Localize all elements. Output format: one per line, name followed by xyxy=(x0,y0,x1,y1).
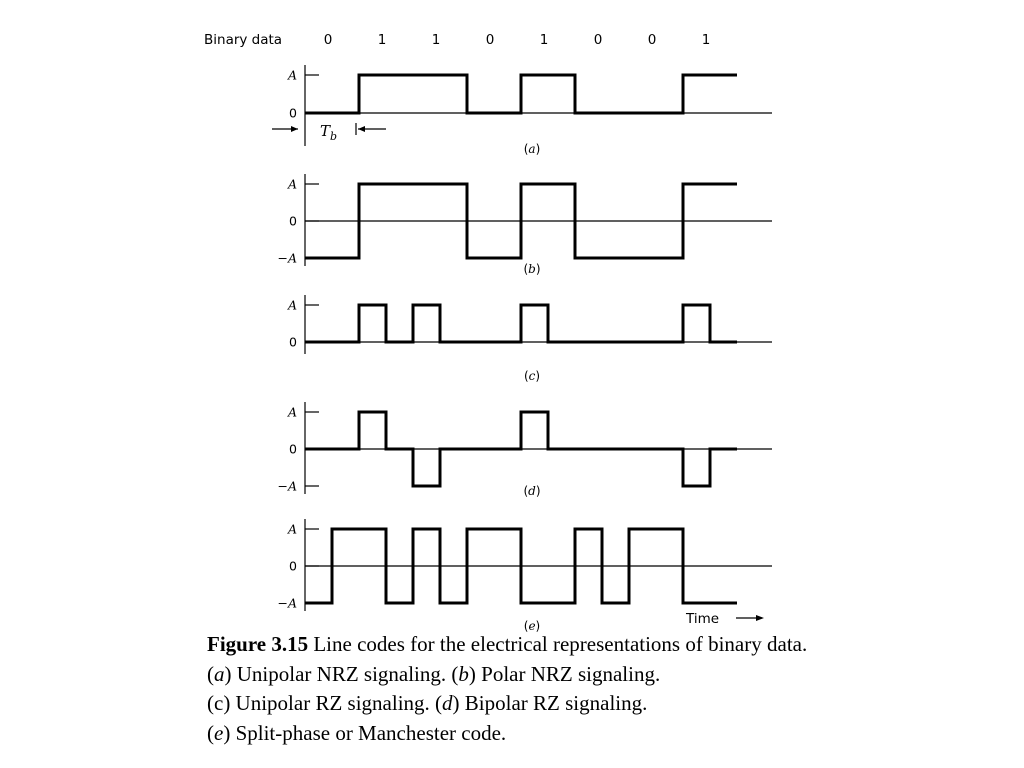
level-label-A: A xyxy=(287,298,297,313)
figure-number: Figure 3.15 xyxy=(207,632,309,656)
caption-line-3: (c) Unipolar RZ signaling. (d) Bipolar R… xyxy=(207,691,648,715)
panel-label-b: (b) xyxy=(523,262,540,276)
bit-value: 1 xyxy=(540,32,549,48)
caption-line-1: Figure 3.15 Line codes for the electrica… xyxy=(207,630,987,660)
panel-e: A 0 −A (e) xyxy=(277,519,772,633)
panel-c: A 0 (c) xyxy=(287,295,772,383)
panel-label-d: (d) xyxy=(523,484,540,498)
waveform-a xyxy=(305,73,737,115)
figure-caption: Figure 3.15 Line codes for the electrica… xyxy=(207,630,987,748)
waveform-panels: A 0 (a) A 0 −A (b) A 0 (c) A 0 −A (d) A 0 −A (e) xyxy=(277,65,772,633)
level-label-A: A xyxy=(287,405,297,420)
caption-line-4: (e) Split-phase or Manchester code. xyxy=(207,720,507,745)
binary-data-header: Binary data 0 1 1 0 1 0 0 1 xyxy=(204,32,710,48)
caption-text-a: Unipolar NRZ signaling. xyxy=(236,661,447,686)
time-axis-label: Time xyxy=(685,611,764,627)
caption-label-d: d xyxy=(442,691,453,715)
caption-line-2: (a) Unipolar NRZ signaling. (b) Polar NR… xyxy=(207,661,661,686)
caption-label-a: a xyxy=(214,661,225,686)
caption-title: Line codes for the electrical representa… xyxy=(313,632,808,656)
panel-label-c: (c) xyxy=(524,369,540,383)
level-label-A: A xyxy=(287,68,297,83)
bit-period-subscript: b xyxy=(330,130,337,143)
panel-a: A 0 (a) xyxy=(287,65,772,156)
level-label-A: A xyxy=(287,177,297,192)
level-label-zero: 0 xyxy=(289,559,297,574)
panel-d: A 0 −A (d) xyxy=(277,402,772,498)
binary-data-label: Binary data xyxy=(204,32,282,48)
waveform-c xyxy=(305,303,737,344)
panel-label-e: (e) xyxy=(524,619,540,633)
waveform-d xyxy=(305,410,737,488)
bit-value: 0 xyxy=(324,32,333,48)
bit-value: 1 xyxy=(432,32,441,48)
level-label-minus_A: −A xyxy=(277,596,297,611)
caption-text-d: Bipolar RZ signaling. xyxy=(464,691,648,715)
caption-text-e: Split-phase or Manchester code. xyxy=(235,720,507,745)
bit-value: 0 xyxy=(486,32,495,48)
bit-value: 1 xyxy=(702,32,711,48)
bit-value: 0 xyxy=(594,32,603,48)
caption-text-b: Polar NRZ signaling. xyxy=(481,661,661,686)
level-label-zero: 0 xyxy=(289,335,297,350)
level-label-A: A xyxy=(287,522,297,537)
caption-text-c: (c) Unipolar RZ signaling. xyxy=(207,691,430,715)
bit-period-label: Tb xyxy=(320,122,337,143)
caption-label-e: e xyxy=(214,720,224,745)
bit-value: 0 xyxy=(648,32,657,48)
waveform-b xyxy=(305,182,737,260)
waveform-e xyxy=(305,527,737,605)
bit-values: 0 1 1 0 1 0 0 1 xyxy=(324,32,711,48)
bit-value: 1 xyxy=(378,32,387,48)
level-label-zero: 0 xyxy=(289,442,297,457)
bit-period-marker: Tb xyxy=(272,122,386,143)
caption-label-b: b xyxy=(458,661,469,686)
time-label: Time xyxy=(685,611,719,627)
panel-label-a: (a) xyxy=(524,142,541,156)
level-label-minus_A: −A xyxy=(277,251,297,266)
level-label-zero: 0 xyxy=(289,106,297,121)
level-label-minus_A: −A xyxy=(277,479,297,494)
level-label-zero: 0 xyxy=(289,214,297,229)
panel-b: A 0 −A (b) xyxy=(277,174,772,276)
bit-period-symbol: T xyxy=(320,122,331,140)
